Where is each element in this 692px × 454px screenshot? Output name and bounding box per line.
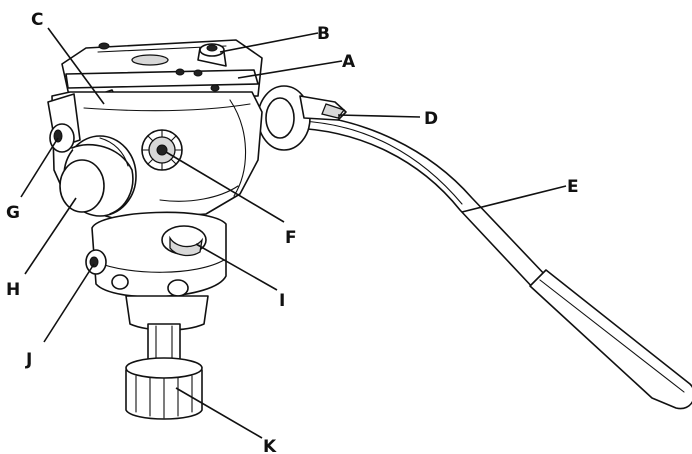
plate-lock-knob <box>197 43 227 67</box>
leader-line-h <box>24 197 77 275</box>
label-g: G <box>6 203 20 223</box>
label-e: E <box>567 177 579 197</box>
leader-lines <box>20 27 567 439</box>
label-c: C <box>31 10 43 30</box>
stem <box>125 295 209 365</box>
leader-line-d <box>337 114 421 118</box>
drag-knob <box>59 135 137 217</box>
label-j: J <box>25 350 32 370</box>
label-b: B <box>317 24 330 44</box>
label-f: F <box>285 228 297 248</box>
leader-line-k <box>175 387 263 439</box>
leader-line-b <box>219 32 319 53</box>
label-i: I <box>279 291 285 311</box>
counterbalance-knob <box>47 93 81 153</box>
handle-grip <box>529 269 692 410</box>
leader-line-a <box>237 60 343 79</box>
bowl-clamp-knob <box>125 357 203 420</box>
leader-line-i <box>195 243 278 291</box>
label-h: H <box>6 280 20 300</box>
tilt-lock-knob <box>141 129 183 171</box>
handle-clamp <box>257 85 347 151</box>
leader-line-e <box>461 185 567 213</box>
label-d: D <box>424 109 438 129</box>
label-k: K <box>263 437 277 454</box>
pan-handle <box>291 113 549 291</box>
callout-labels: A B C D E F G H I J K <box>6 10 579 454</box>
label-a: A <box>342 52 356 72</box>
leader-line-j <box>43 263 95 343</box>
leader-line-f <box>165 151 285 223</box>
leader-line-c <box>47 27 105 105</box>
bowl-base <box>91 211 227 298</box>
leader-line-g <box>20 137 59 198</box>
